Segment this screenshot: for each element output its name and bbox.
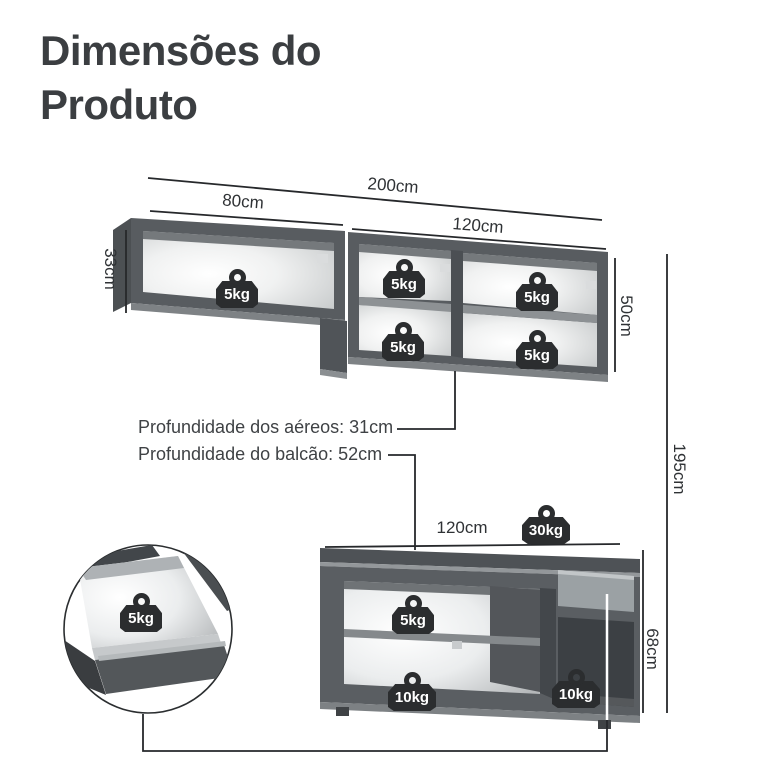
weight-badge-lower-shelf-bottom: 10kg bbox=[388, 672, 436, 711]
weight-badge-countertop: 30kg bbox=[522, 505, 570, 544]
dim-line-120cm-upper bbox=[351, 228, 607, 250]
weight-badge-upper-br: 5kg bbox=[516, 330, 558, 369]
weight-icon bbox=[567, 669, 585, 686]
weight-badge-upper-tr: 5kg bbox=[516, 272, 558, 311]
weight-icon bbox=[394, 322, 412, 339]
page-title-line1: Dimensões do bbox=[40, 27, 322, 74]
dim-label-50cm: 50cm bbox=[617, 295, 636, 337]
leader-upper-depth bbox=[397, 371, 456, 430]
weight-icon bbox=[403, 672, 421, 689]
weight-badge-upper-tl: 5kg bbox=[383, 259, 425, 298]
dim-label-120cm-lower: 120cm bbox=[436, 518, 488, 537]
dim-label-195cm: 195cm bbox=[670, 443, 689, 495]
page-title-line2: Produto bbox=[40, 80, 198, 128]
dimension-lines bbox=[125, 177, 668, 752]
upper-left-cabinet bbox=[113, 218, 347, 379]
weight-badge-upper-left: 5kg bbox=[216, 269, 258, 308]
weight-badge-drawer: 5kg bbox=[120, 593, 162, 632]
page-title: Dimensões do Produto bbox=[40, 24, 322, 132]
dim-label-68cm: 68cm bbox=[643, 628, 662, 670]
note-upper-depth: Profundidade dos aéreos: 31cm bbox=[138, 417, 394, 437]
leader-drawer-detail bbox=[142, 714, 608, 752]
weight-badge-upper-bl: 5kg bbox=[382, 322, 424, 361]
note-counter-depth: Profundidade do balcão: 52cm bbox=[138, 444, 383, 464]
leader-counter-depth bbox=[388, 454, 416, 550]
weight-icon bbox=[132, 593, 150, 610]
weight-icon bbox=[537, 505, 555, 522]
weight-badge-lower-shelf-top: 5kg bbox=[392, 595, 434, 634]
dim-line-120cm-lower bbox=[324, 543, 621, 548]
dim-label-33cm: 33cm bbox=[101, 248, 120, 290]
weight-badge-lower-right: 10kg bbox=[552, 669, 600, 708]
weight-icon bbox=[404, 595, 422, 612]
weight-icon bbox=[528, 330, 546, 347]
weight-icon bbox=[228, 269, 246, 286]
weight-icon bbox=[395, 259, 413, 276]
weight-icon bbox=[528, 272, 546, 289]
dim-line-200cm bbox=[147, 177, 603, 221]
dim-line-80cm bbox=[149, 210, 344, 226]
